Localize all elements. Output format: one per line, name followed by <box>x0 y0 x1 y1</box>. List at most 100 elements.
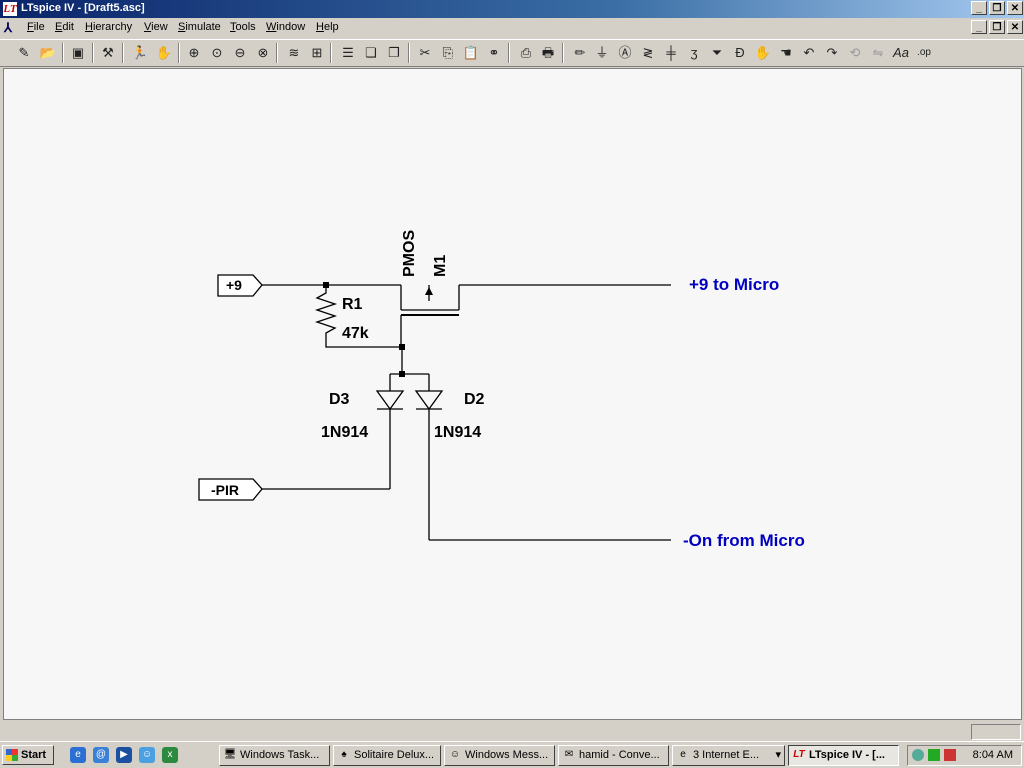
outlook-icon[interactable]: @ <box>93 747 109 763</box>
minimize-button[interactable]: _ <box>971 1 987 15</box>
task-internet-explorer-group[interactable]: e 3 Internet E... ▾ <box>672 745 785 766</box>
group-arrow-icon: ▾ <box>775 749 781 761</box>
conversation-icon: ✉ <box>564 749 574 760</box>
toolbar-separator <box>562 43 564 63</box>
excel-icon[interactable]: x <box>162 747 178 763</box>
vplus-flag[interactable] <box>217 274 263 297</box>
toolbar-separator <box>92 43 94 63</box>
windows-flag-icon <box>6 749 18 761</box>
grid-icon[interactable]: ⊞ <box>311 45 323 60</box>
security-icon[interactable] <box>928 749 940 761</box>
open-icon[interactable]: 📂 <box>39 45 57 60</box>
diode-icon[interactable]: ⏷ <box>711 45 723 60</box>
d2-name: D2 <box>464 391 485 408</box>
d2-value: 1N914 <box>434 424 481 441</box>
alert-icon[interactable] <box>944 749 956 761</box>
r1-name: R1 <box>342 296 363 313</box>
r1-value: 47k <box>342 325 369 342</box>
task-manager-icon: 🖥 <box>223 749 237 760</box>
messenger-icon[interactable]: ☺ <box>139 747 155 763</box>
pir-flag[interactable] <box>198 478 263 501</box>
spice-directive-icon[interactable]: .op <box>917 47 931 58</box>
solitaire-icon: ♠ <box>341 749 347 760</box>
start-button[interactable]: Start <box>2 745 54 765</box>
doc-minimize-button[interactable]: _ <box>971 20 987 34</box>
label-net-icon[interactable]: Ⓐ <box>618 45 632 60</box>
redo-icon[interactable]: ↷ <box>826 45 838 60</box>
print-preview-icon[interactable]: ⎙ <box>520 45 532 60</box>
menu-bar: ⅄ File Edit Hierarchy View Simulate Tool… <box>0 18 1024 37</box>
toolbar-separator <box>178 43 180 63</box>
drag-icon[interactable]: ☚ <box>780 45 792 60</box>
task-solitaire[interactable]: ♠ Solitaire Delux... <box>333 745 441 766</box>
zoom-fit-icon[interactable]: ⊗ <box>257 45 269 60</box>
schematic-canvas[interactable]: +9 R1 47k PMOS M1 <box>3 68 1022 720</box>
doc-close-button[interactable]: ✕ <box>1007 20 1023 34</box>
print-icon[interactable]: 🖶 <box>541 45 555 60</box>
ie-task-icon: e <box>680 749 686 760</box>
zoom-out-icon[interactable]: ⊖ <box>234 45 246 60</box>
paste-icon[interactable]: 📋 <box>462 45 480 60</box>
net-label-out-micro[interactable]: +9 to Micro <box>689 275 779 294</box>
resistor-r1[interactable] <box>314 285 403 348</box>
toolbar-separator <box>62 43 64 63</box>
cascade-icon[interactable]: ❏ <box>365 45 377 60</box>
autorange-icon[interactable]: ≋ <box>288 45 300 60</box>
task-windows-task-manager[interactable]: 🖥 Windows Task... <box>219 745 330 766</box>
menu-view[interactable]: View <box>144 21 168 33</box>
tile-horizontal-icon[interactable]: ☰ <box>342 45 354 60</box>
toolbar: ✎ 📂 ▣ ⚒ 🏃 ✋ ⊕ ⊙ ⊖ ⊗ ≋ ⊞ ☰ ❏ ❐ ✂ ⎘ 📋 ⚭ ⎙ … <box>0 39 1024 67</box>
doc-restore-button[interactable]: ❐ <box>989 20 1005 34</box>
task-hamid-conversation[interactable]: ✉ hamid - Conve... <box>558 745 669 766</box>
task-windows-messenger[interactable]: ☺ Windows Mess... <box>444 745 555 766</box>
text-icon[interactable]: Aa <box>893 45 909 60</box>
clock[interactable]: 8:04 AM <box>972 749 1013 761</box>
diode-d3[interactable] <box>375 374 405 489</box>
ground-icon[interactable]: ⏚ <box>595 45 609 60</box>
menu-simulate[interactable]: Simulate <box>178 21 221 33</box>
wire-icon[interactable]: ✏ <box>574 45 586 60</box>
inductor-icon[interactable]: ʒ <box>690 45 698 60</box>
task-ltspice[interactable]: LT LTspice IV - [... <box>788 745 899 766</box>
menu-edit[interactable]: Edit <box>55 21 74 33</box>
zoom-in-icon[interactable]: ⊕ <box>188 45 200 60</box>
diode-d2[interactable] <box>414 374 671 541</box>
tile-vertical-icon[interactable]: ❐ <box>388 45 400 60</box>
ie-icon[interactable]: e <box>70 747 86 763</box>
menu-help[interactable]: Help <box>316 21 339 33</box>
component-icon[interactable]: Ð <box>735 45 745 60</box>
run-icon[interactable]: 🏃 <box>131 45 149 60</box>
status-panel <box>971 724 1021 740</box>
cut-icon[interactable]: ✂ <box>419 45 431 60</box>
menu-window[interactable]: Window <box>266 21 306 33</box>
rotate-icon[interactable]: ⟲ <box>849 45 861 60</box>
media-player-icon[interactable]: ▶ <box>116 747 132 763</box>
pmos-m1[interactable] <box>400 285 460 347</box>
copy-icon[interactable]: ⎘ <box>442 45 454 60</box>
toolbar-separator <box>276 43 278 63</box>
halt-icon[interactable]: ✋ <box>155 45 173 60</box>
net-label-on-micro[interactable]: -On from Micro <box>683 531 805 550</box>
restore-button[interactable]: ❐ <box>989 1 1005 15</box>
schematic-doc-icon[interactable]: ⅄ <box>4 20 12 35</box>
toolbar-separator <box>508 43 510 63</box>
resistor-icon[interactable]: ≷ <box>642 45 654 60</box>
find-icon[interactable]: ⚭ <box>488 45 500 60</box>
move-icon[interactable]: ✋ <box>754 45 772 60</box>
menu-hierarchy[interactable]: Hierarchy <box>85 21 133 33</box>
save-icon[interactable]: ▣ <box>71 45 85 60</box>
network-icon[interactable] <box>912 749 924 761</box>
capacitor-icon[interactable]: ╪ <box>666 45 676 60</box>
title-bar: LT LTspice IV - [Draft5.asc] _ ❐ ✕ <box>0 0 1024 18</box>
mirror-icon[interactable]: ⇋ <box>872 45 884 60</box>
m1-type: PMOS <box>401 230 418 277</box>
ltspice-app-icon[interactable]: LT <box>3 2 17 16</box>
menu-tools[interactable]: Tools <box>230 21 256 33</box>
undo-icon[interactable]: ↶ <box>803 45 815 60</box>
control-panel-icon[interactable]: ⚒ <box>102 45 114 60</box>
window-title: LTspice IV - [Draft5.asc] <box>21 2 145 14</box>
new-schematic-icon[interactable]: ✎ <box>18 45 30 60</box>
pan-icon[interactable]: ⊙ <box>211 45 223 60</box>
close-button[interactable]: ✕ <box>1007 1 1023 15</box>
menu-file[interactable]: File <box>27 21 45 33</box>
